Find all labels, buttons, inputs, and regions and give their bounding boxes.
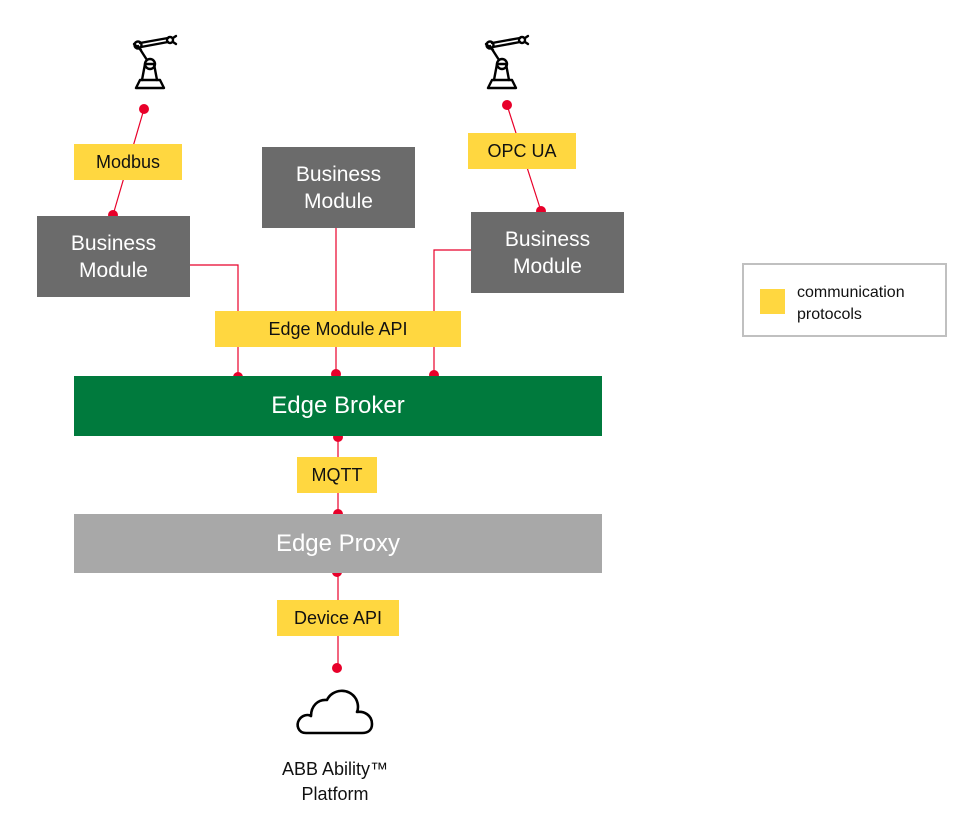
edge-proxy: Edge Proxy [74,514,602,573]
platform-name: ABB Ability™ [281,759,389,779]
protocol-modbus: Modbus [74,144,182,180]
protocol-opcua: OPC UA [468,133,576,169]
platform-label: ABB Ability™ Platform [245,757,425,807]
robot-arm-icon [132,34,178,90]
edge-proxy-label: Edge Proxy [275,529,401,557]
edge-broker: Edge Broker [74,376,602,436]
protocol-mqtt: MQTT [297,457,377,493]
connector-dot [502,100,512,110]
business-module-center: Business Module [262,147,415,228]
connector-dot [139,104,149,114]
business-module-right: Business Module [471,212,624,293]
cloud-icon [296,689,374,735]
protocol-edge-module-api: Edge Module API [215,311,461,347]
legend-swatch [760,289,785,314]
legend: communication protocols [742,263,947,337]
legend-label: communication protocols [797,284,905,323]
edge-broker-label: Edge Broker [271,392,405,419]
connector-dot [332,663,342,673]
business-module-left: Business Module [37,216,190,297]
business-module-label: Business Module [504,227,591,278]
business-module-label: Business Module [295,162,382,213]
business-module-label: Business Module [70,231,157,282]
robot-arm-icon [484,34,530,90]
platform-type: Platform [301,784,369,804]
protocol-device-api: Device API [277,600,399,636]
